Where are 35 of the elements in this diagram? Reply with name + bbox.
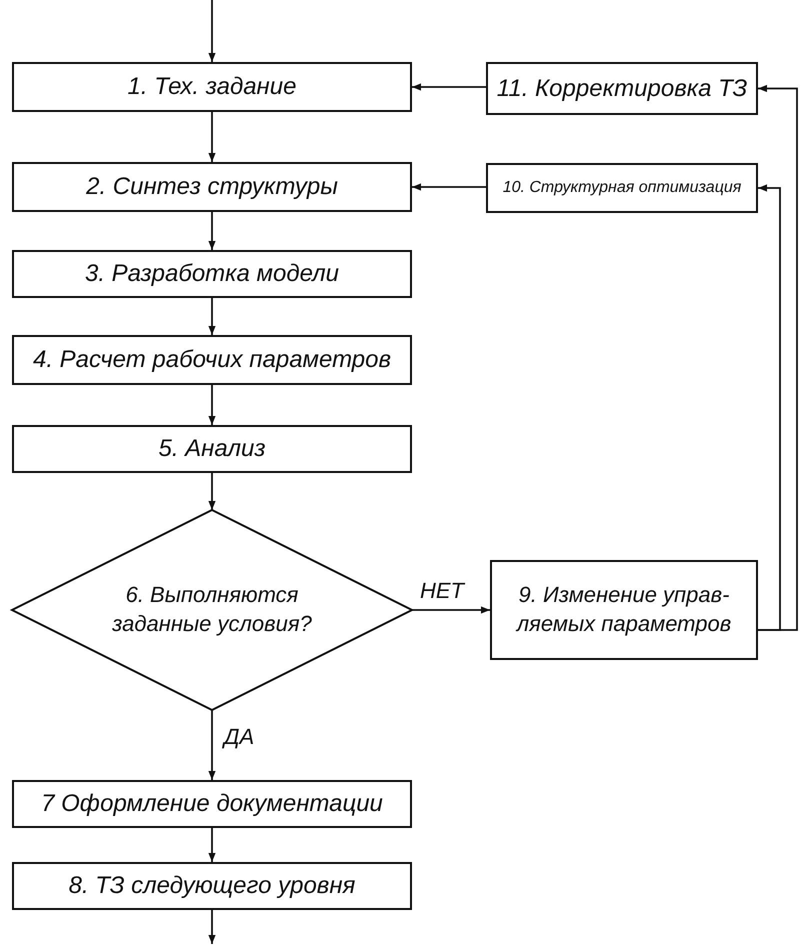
arrow (208, 828, 216, 862)
arrow (758, 184, 781, 631)
process-box (12, 335, 412, 385)
node-label: 11. Корректировка ТЗ (496, 74, 748, 104)
node-label: 9. Изменение управ- ляемых параметров (514, 581, 732, 638)
arrow (208, 385, 216, 425)
node-label: 5. Анализ (158, 434, 266, 464)
arrow (208, 298, 216, 335)
process-box (490, 560, 758, 660)
arrow (208, 473, 216, 510)
arrow (208, 112, 216, 162)
node-label: 1. Тех. задание (128, 72, 296, 102)
node-label: 2. Синтез структуры (86, 172, 338, 202)
process-box (486, 62, 758, 115)
arrow (208, 212, 216, 250)
arrow (412, 83, 486, 91)
node-label: 3. Разработка модели (84, 259, 340, 290)
process-box (486, 163, 758, 213)
arrow (208, 910, 216, 944)
arrow (208, 0, 216, 62)
node-label: 4. Расчет рабочих параметров (32, 345, 392, 376)
node-label: 6. Выполняются заданные условия? (111, 581, 313, 638)
process-box (12, 62, 412, 112)
node-label: 8. ТЗ следующего уровня (68, 871, 356, 902)
process-box (12, 780, 412, 828)
process-box (12, 862, 412, 910)
process-box (12, 250, 412, 298)
arrow (412, 183, 486, 191)
node-label: 10. Структурная оптимизация (502, 178, 742, 198)
node-label: 7 Оформление документации (41, 789, 383, 820)
arrow (758, 84, 798, 631)
process-box (12, 162, 412, 212)
arrow (208, 710, 216, 780)
arrow (412, 606, 490, 614)
process-box (12, 425, 412, 473)
